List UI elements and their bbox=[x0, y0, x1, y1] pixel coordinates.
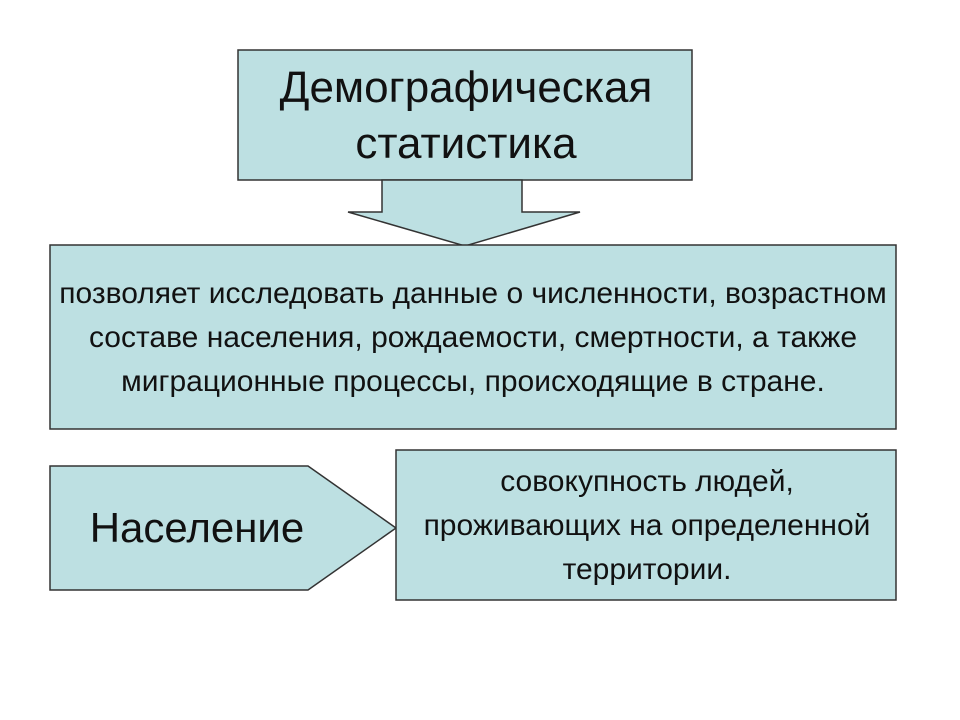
population-definition: совокупность людей, проживающих на опред… bbox=[423, 465, 871, 586]
population-pentagon bbox=[49, 465, 398, 591]
definition-box bbox=[395, 449, 897, 601]
population-label: Население bbox=[89, 504, 305, 551]
description-box bbox=[49, 244, 897, 430]
description-text: позволяет исследовать данные о численнос… bbox=[59, 277, 887, 398]
title-box bbox=[237, 49, 693, 181]
title-text: Демографическая статистика bbox=[279, 63, 653, 168]
down-arrow bbox=[347, 179, 581, 247]
